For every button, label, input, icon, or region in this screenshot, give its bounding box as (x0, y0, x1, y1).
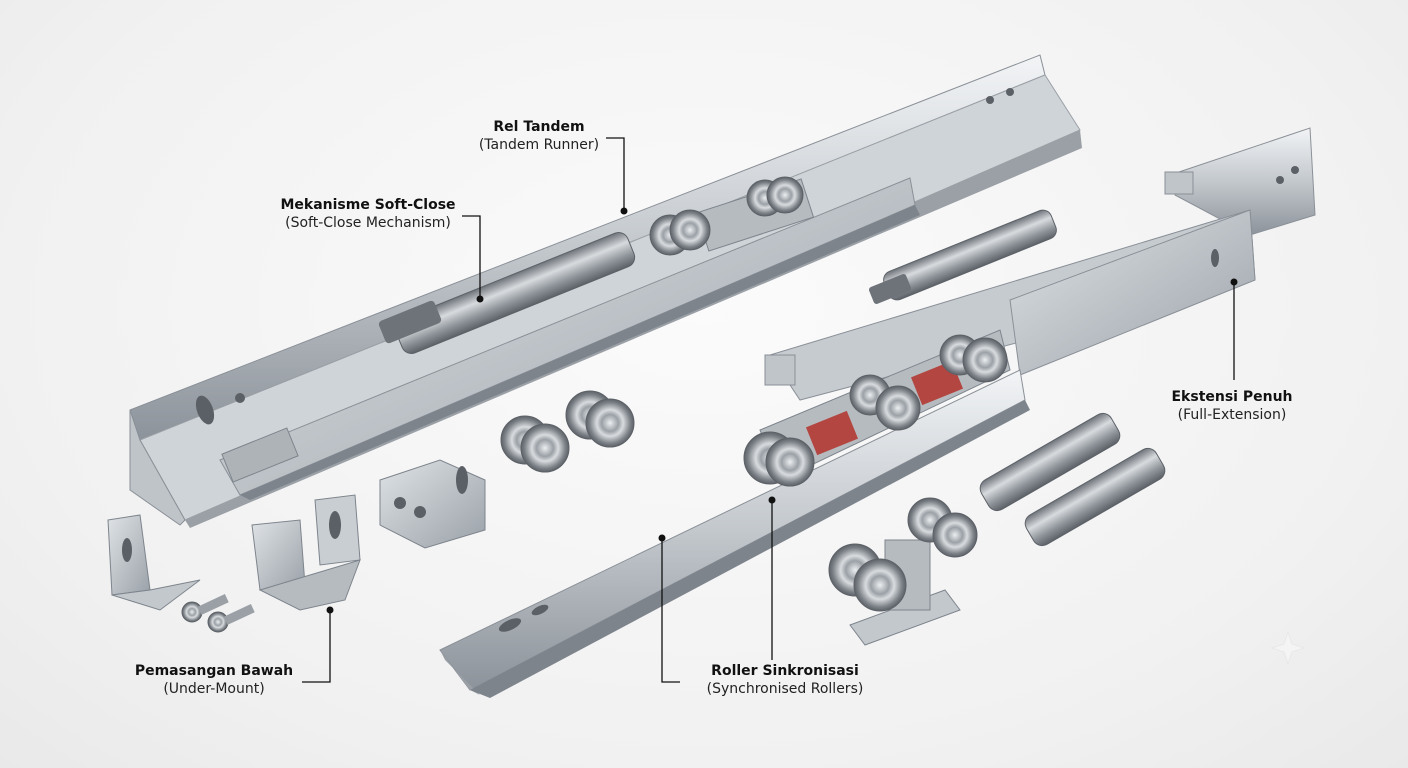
left-tandem-rail (129, 54, 1082, 528)
soft-close-rollers (649, 176, 815, 256)
callout-rel-tandem-title: Rel Tandem (493, 119, 585, 135)
leader-roller (661, 538, 680, 683)
leader-lines (302, 137, 1235, 683)
mounting-block (379, 459, 486, 549)
soft-close-damper (378, 232, 636, 354)
dot-bawah (326, 606, 334, 614)
callout-roller-sinkronisasi-subtitle: (Synchronised Rollers) (706, 680, 864, 697)
spare-roller-pair (500, 390, 635, 473)
callout-ekstensi-penuh: Ekstensi Penuh (Full-Extension) (1162, 389, 1302, 424)
callout-ekstensi-penuh-title: Ekstensi Penuh (1171, 389, 1293, 405)
synchronised-roller-carriage (743, 329, 1011, 487)
dot-roller-2 (768, 496, 776, 504)
leader-soft-close (462, 215, 481, 298)
spare-dampers-bottom (979, 412, 1166, 547)
leader-dots (326, 207, 1238, 614)
dot-ekstensi (1230, 278, 1238, 286)
red-spring-left (805, 410, 859, 456)
right-full-extension-rail (439, 127, 1316, 698)
callout-ekstensi-penuh-subtitle: (Full-Extension) (1177, 406, 1287, 423)
mounting-bracket-middle (251, 494, 361, 611)
callout-rel-tandem-subtitle: (Tandem Runner) (478, 136, 600, 153)
callout-soft-close: Mekanisme Soft-Close (Soft-Close Mechani… (268, 197, 468, 232)
spare-damper-top (868, 209, 1057, 304)
dot-rel-tandem (620, 207, 628, 215)
dot-soft-close (476, 295, 484, 303)
sparkle-watermark-icon (1270, 630, 1306, 666)
leader-bawah (302, 610, 331, 683)
mounting-bracket-left (107, 514, 201, 611)
callout-pemasangan-bawah-title: Pemasangan Bawah (134, 663, 294, 679)
callout-pemasangan-bawah-subtitle: (Under-Mount) (163, 680, 265, 697)
leader-rel-tandem (606, 137, 625, 210)
dot-roller (658, 534, 666, 542)
callout-roller-sinkronisasi: Roller Sinkronisasi (Synchronised Roller… (690, 663, 880, 698)
spare-roller-unit (828, 497, 978, 646)
mounting-screws (181, 594, 255, 633)
callout-pemasangan-bawah: Pemasangan Bawah (Under-Mount) (130, 663, 298, 698)
callout-soft-close-subtitle: (Soft-Close Mechanism) (285, 214, 451, 231)
callout-roller-sinkronisasi-title: Roller Sinkronisasi (711, 663, 859, 679)
callout-soft-close-title: Mekanisme Soft-Close (280, 197, 456, 213)
callout-rel-tandem: Rel Tandem (Tandem Runner) (464, 119, 614, 154)
